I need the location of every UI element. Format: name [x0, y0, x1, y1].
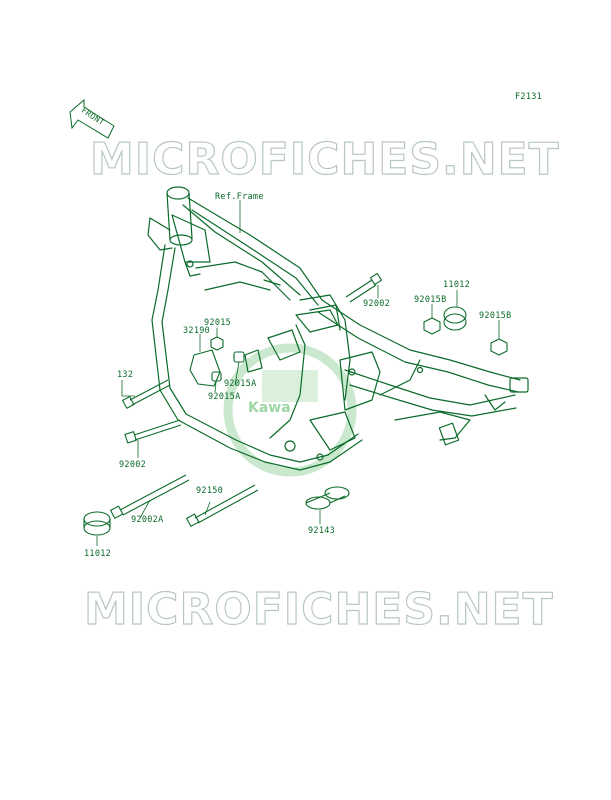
- part-label: 32190: [183, 326, 211, 336]
- part-label: 92002A: [131, 515, 164, 525]
- part-label: 92143: [308, 526, 336, 536]
- part-label: 92002: [363, 299, 391, 309]
- part-label: 92015B: [414, 295, 447, 305]
- logo-text: Kawa: [248, 400, 291, 416]
- part-label: 92015B: [479, 311, 512, 321]
- leader-lines: [96, 200, 500, 546]
- part-label: 92015A: [208, 392, 241, 402]
- part-label: 92015: [204, 318, 232, 328]
- part-label: 92002: [119, 460, 147, 470]
- diagram-code: F2131: [515, 92, 543, 102]
- frame-reference-label: Ref.Frame: [215, 192, 264, 202]
- part-label: 11012: [443, 280, 471, 290]
- loose-parts: [83, 272, 508, 536]
- front-arrow-icon: [69, 98, 115, 139]
- part-label: 92015A: [224, 379, 257, 389]
- watermark-top: MICROFICHES.NET: [89, 133, 560, 185]
- watermark-bottom: MICROFICHES.NET: [83, 583, 554, 635]
- kawasaki-logo-watermark: [223, 343, 357, 477]
- part-label: 11012: [84, 549, 112, 559]
- part-label: 92150: [196, 486, 224, 496]
- part-label: 132: [117, 370, 134, 380]
- motorcycle-frame: [147, 186, 529, 471]
